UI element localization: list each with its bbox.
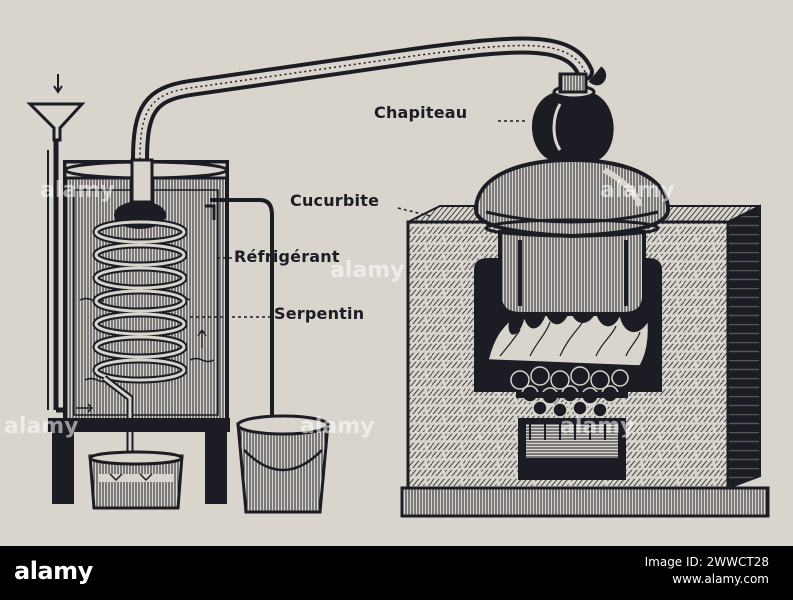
watermark: alamy <box>560 414 635 439</box>
watermark: alamy <box>4 414 79 439</box>
watermark: alamy <box>300 414 375 439</box>
watermark: alamy <box>600 178 675 203</box>
illustration: Chapiteau Cucurbite Réfrigérant Serpenti… <box>0 0 793 546</box>
label-chapiteau: Chapiteau <box>374 103 468 122</box>
footer-bar: alamy Image ID: 2WWCT28 www.alamy.com <box>0 546 793 600</box>
watermark: alamy <box>40 178 115 203</box>
brand-logo: alamy <box>14 557 93 585</box>
label-refrigerant: Réfrigérant <box>234 247 340 266</box>
watermark: alamy <box>330 258 405 283</box>
label-serpentin: Serpentin <box>274 304 365 323</box>
image-info: Image ID: 2WWCT28 www.alamy.com <box>645 554 769 588</box>
label-cucurbite: Cucurbite <box>290 191 380 210</box>
image-id: Image ID: 2WWCT28 <box>644 555 769 569</box>
site-url: www.alamy.com <box>672 572 769 586</box>
alembic-drawing <box>26 36 770 518</box>
